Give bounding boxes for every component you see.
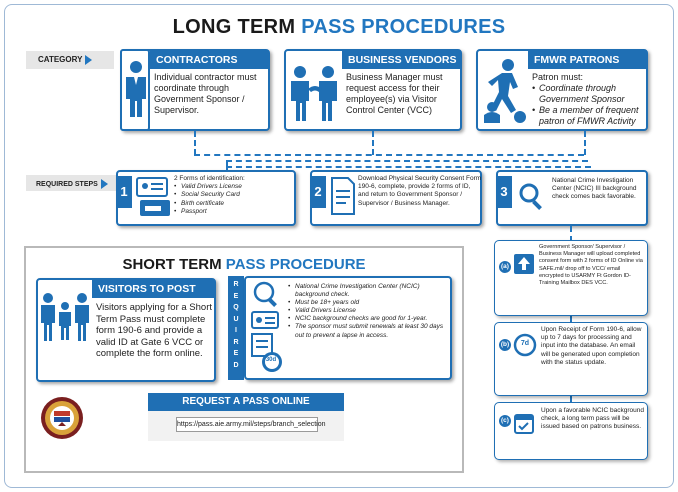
id-item: Social Security Card	[174, 191, 296, 199]
id-item: Valid Drivers License	[174, 183, 296, 191]
category-label-text: CATEGORY	[38, 55, 83, 65]
connector-line	[226, 160, 228, 170]
step-3-card: 3 National Crime Investigation Center (N…	[496, 170, 648, 226]
contractor-icon-box	[120, 49, 150, 131]
fmwr-patrons-text: Patron must: Coordinate through Governme…	[532, 72, 646, 127]
required-letter: U	[233, 315, 239, 323]
step-2-text: Download Physical Security Consent Form …	[358, 175, 482, 207]
substep-c-text: Upon a favorable NCIC background check, …	[541, 407, 644, 431]
visitors-text: Visitors applying for a Short Term Pass …	[96, 302, 212, 359]
required-letter: E	[233, 292, 239, 300]
fmwr-patrons-title: FMWR PATRONS	[528, 51, 646, 69]
substep-a-card: (a) Government Sponsor/ Supervisor / Bus…	[494, 240, 648, 316]
substep-b-card: (b) 7d Upon Receipt of Form 190-6, allow…	[494, 322, 648, 396]
arrow-right-icon	[85, 55, 93, 65]
fmwr-patrons-card: FMWR PATRONS Patron must: Coordinate thr…	[476, 49, 648, 131]
fmwr-intro: Patron must:	[532, 72, 584, 82]
visitors-title: VISITORS TO POST	[92, 280, 214, 298]
required-letter: R	[233, 281, 239, 288]
step-2-number: 2	[310, 176, 326, 208]
clock-icon	[513, 333, 537, 357]
business-vendors-text: Business Manager must request access for…	[346, 72, 443, 115]
arrow-right-icon	[100, 179, 108, 189]
required-item: National Crime Investigation Center (NCI…	[288, 283, 450, 299]
contractor-icon	[126, 61, 146, 117]
title-part1: LONG TERM	[172, 16, 296, 38]
required-card: 30d National Crime Investigation Center …	[244, 276, 452, 380]
required-item: NCIC background checks are good for 1-ye…	[288, 315, 450, 323]
substep-a-text: Government Sponsor/ Supervisor / Busines…	[539, 244, 643, 287]
fmwr-bullet: Be a member of frequent patron of FMWR A…	[532, 105, 646, 127]
installation-seal-logo	[41, 397, 83, 439]
family-icon	[41, 293, 89, 341]
required-item: Valid Drivers License	[288, 307, 450, 315]
substep-b-text: Upon Receipt of Form 190-6, allow up to …	[541, 326, 642, 366]
step-2-card: 2 Download Physical Security Consent For…	[310, 170, 482, 226]
request-online-box: REQUEST A PASS ONLINE https://pass.aie.a…	[148, 393, 344, 441]
calendar-check-icon	[514, 414, 534, 434]
business-vendors-card: BUSINESS VENDORS Business Manager must r…	[284, 49, 462, 131]
substep-a-letter: (a)	[499, 261, 511, 273]
required-letter: R	[233, 338, 239, 346]
title-part2: PASS PROCEDURES	[301, 16, 506, 38]
required-item: Must be 18+ years old	[288, 299, 450, 307]
document-icon	[331, 177, 355, 215]
contractors-title: CONTRACTORS	[150, 51, 268, 69]
required-steps-label: REQUIRED STEPS	[26, 175, 122, 191]
short-term-title-part1: SHORT TERM	[122, 256, 222, 273]
fmwr-bullet: Coordinate through Government Sponsor	[532, 83, 646, 105]
id-card-icon	[136, 177, 170, 216]
calendar-badge: 30d	[265, 357, 277, 363]
magnifier-icon	[519, 183, 542, 210]
required-item: The sponsor must submit renewals at leas…	[288, 323, 450, 339]
short-term-title-part2: PASS PROCEDURE	[225, 256, 366, 273]
step-1-card: 1 2 Forms of identification: Valid Drive…	[116, 170, 296, 226]
step-1-number: 1	[116, 176, 132, 208]
connector-line	[194, 154, 584, 156]
business-vendors-title: BUSINESS VENDORS	[342, 51, 460, 69]
required-list: National Crime Investigation Center (NCI…	[288, 283, 450, 340]
connector-line	[226, 160, 588, 162]
substep-c-letter: (c)	[499, 415, 511, 427]
step-1-text: 2 Forms of identification: Valid Drivers…	[174, 175, 296, 216]
step-3-text: National Crime Investigation Center (NCI…	[552, 177, 637, 201]
required-icons	[251, 281, 282, 372]
visitors-card: VISITORS TO POST Visitors applying for a…	[36, 278, 216, 382]
page-title: LONG TERM PASS PROCEDURES	[0, 16, 678, 39]
athlete-icon	[484, 59, 526, 123]
days-badge: 7d	[520, 340, 530, 347]
substep-c-card: (c) Upon a favorable NCIC background che…	[494, 402, 648, 460]
step-3-number: 3	[496, 176, 512, 208]
connector-line	[226, 166, 591, 168]
category-label: CATEGORY	[26, 51, 114, 69]
required-steps-text: REQUIRED STEPS	[36, 180, 98, 188]
handshake-people-icon	[291, 66, 337, 121]
id-item: Passport	[174, 208, 296, 216]
connector-line	[584, 131, 586, 155]
required-letter: Q	[233, 304, 239, 311]
required-letter: D	[233, 361, 239, 369]
contractors-text: Individual contractor must coordinate th…	[154, 72, 257, 115]
short-term-title: SHORT TERM PASS PROCEDURE	[24, 256, 464, 273]
substep-b-letter: (b)	[499, 339, 511, 351]
contractors-card: CONTRACTORS Individual contractor must c…	[120, 49, 270, 131]
upload-icon	[514, 254, 534, 274]
step-1-intro: 2 Forms of identification:	[174, 175, 245, 182]
request-online-title: REQUEST A PASS ONLINE	[148, 393, 344, 411]
connector-line	[194, 131, 196, 155]
required-vertical-label: R E Q U I R E D	[228, 276, 244, 380]
required-letter: E	[233, 350, 239, 357]
request-online-url-link[interactable]: https://pass.aie.army.mil/steps/branch_s…	[176, 417, 326, 432]
required-letter: I	[235, 327, 237, 334]
id-item: Birth certificate	[174, 200, 296, 208]
connector-line	[372, 131, 374, 155]
